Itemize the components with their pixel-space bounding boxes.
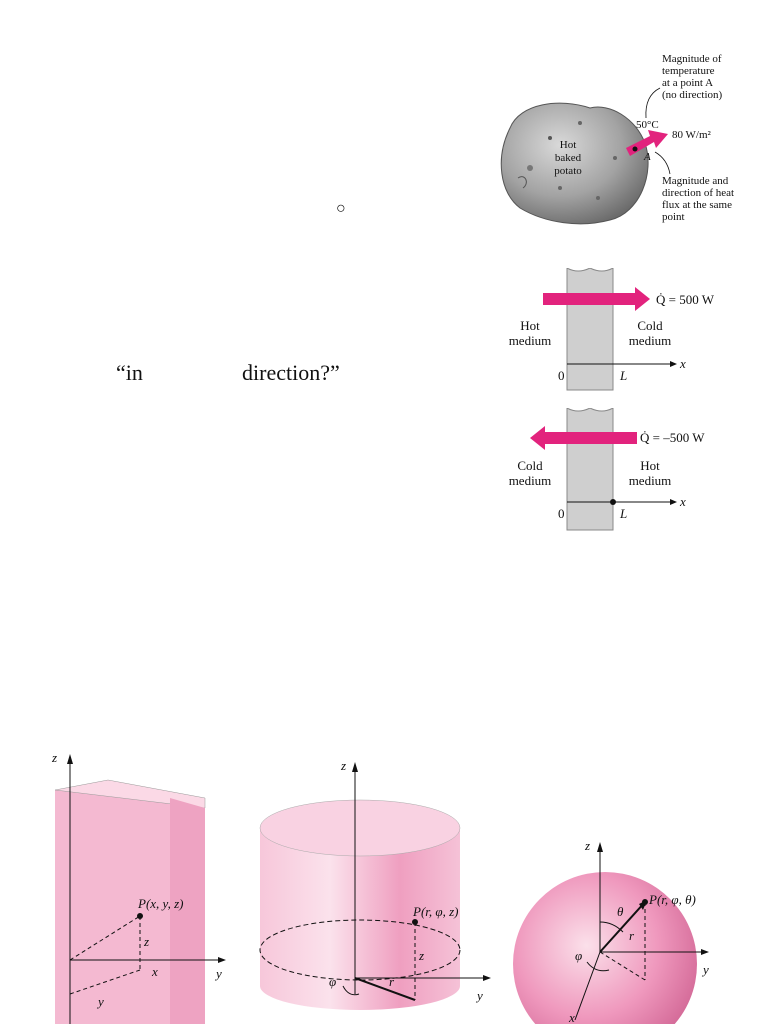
cyl-y-axis: y [475, 988, 483, 1003]
temp-value: 50°C [636, 119, 659, 131]
sph-y-axis: y [701, 962, 709, 977]
wall-figure-1: Q̇ = 500 W Hot medium Cold medium x 0 L [509, 268, 715, 391]
wall2-right-2: medium [629, 473, 672, 488]
wall1-q: Q̇ = 500 W [656, 292, 715, 307]
point-a-dot [632, 146, 638, 152]
wall2-length: L [619, 506, 627, 521]
sph-phi: φ [575, 948, 582, 963]
wall1-length: L [619, 368, 627, 383]
point-a-label: A [643, 151, 651, 163]
note-top-4: (no direction) [662, 89, 723, 101]
cyl-z-axis: z [340, 758, 346, 773]
sph-x-axis: x [568, 1010, 575, 1024]
wall1-right-1: Cold [637, 318, 663, 333]
quote-open: “in [116, 360, 143, 385]
wall-figure-2: Q̇ = –500 W Cold medium Hot medium x 0 L [509, 408, 705, 531]
note-top-3: at a point A [662, 77, 713, 89]
note-bottom-3: flux at the same [662, 199, 732, 211]
rect-y-axis: y [214, 966, 222, 981]
cyl-phi: φ [329, 974, 336, 989]
rect-y-dash: y [96, 994, 104, 1009]
note-top-1: Magnitude of [662, 53, 722, 65]
potato-label-2: baked [555, 152, 582, 164]
rect-z-dash: z [143, 934, 149, 949]
wall2-origin: 0 [558, 506, 565, 521]
rect-x-dash: x [151, 964, 158, 979]
wall2-left-1: Cold [517, 458, 543, 473]
wall2-axis: x [679, 494, 686, 509]
wall2-right-1: Hot [640, 458, 660, 473]
wall1-right-2: medium [629, 333, 672, 348]
wall2-left-2: medium [509, 473, 552, 488]
sph-point: P(r, φ, θ) [648, 892, 696, 907]
potato-shape [500, 102, 649, 225]
quote-close: direction?” [242, 360, 340, 385]
wall1-origin: 0 [558, 368, 565, 383]
rect-z-axis: z [51, 750, 57, 765]
heat-arrow-right [543, 287, 650, 311]
rect-point: P(x, y, z) [137, 896, 183, 911]
potato-figure: Hot baked potato A 50°C 80 W/m² Magnitud… [500, 53, 734, 225]
sph-coords-figure: z y x P(r, φ, θ) θ r φ [513, 838, 709, 1024]
note-bottom-1: Magnitude and [662, 175, 729, 187]
potato-label-3: potato [554, 165, 582, 177]
cyl-point: P(r, φ, z) [412, 904, 458, 919]
note-bottom-2: direction of heat [662, 187, 734, 199]
heat-arrow-left [530, 426, 637, 450]
note-top-2: temperature [662, 65, 715, 77]
flux-value: 80 W/m² [672, 129, 712, 141]
sph-r: r [629, 928, 635, 943]
cyl-coords-figure: z y P(r, φ, z) z r φ [259, 758, 491, 1010]
wall1-axis: x [679, 356, 686, 371]
degree-mark: ○ [336, 200, 346, 217]
potato-label-1: Hot [560, 139, 577, 151]
cyl-z-dash: z [418, 948, 424, 963]
rect-coords-figure: z y P(x, y, z) z x y [51, 750, 226, 1024]
wall1-left-1: Hot [520, 318, 540, 333]
note-bottom-4: point [662, 211, 685, 223]
wall2-q: Q̇ = –500 W [640, 430, 705, 445]
cyl-r: r [389, 974, 395, 989]
sph-z-axis: z [584, 838, 590, 853]
sph-theta: θ [617, 904, 624, 919]
wall1-left-2: medium [509, 333, 552, 348]
